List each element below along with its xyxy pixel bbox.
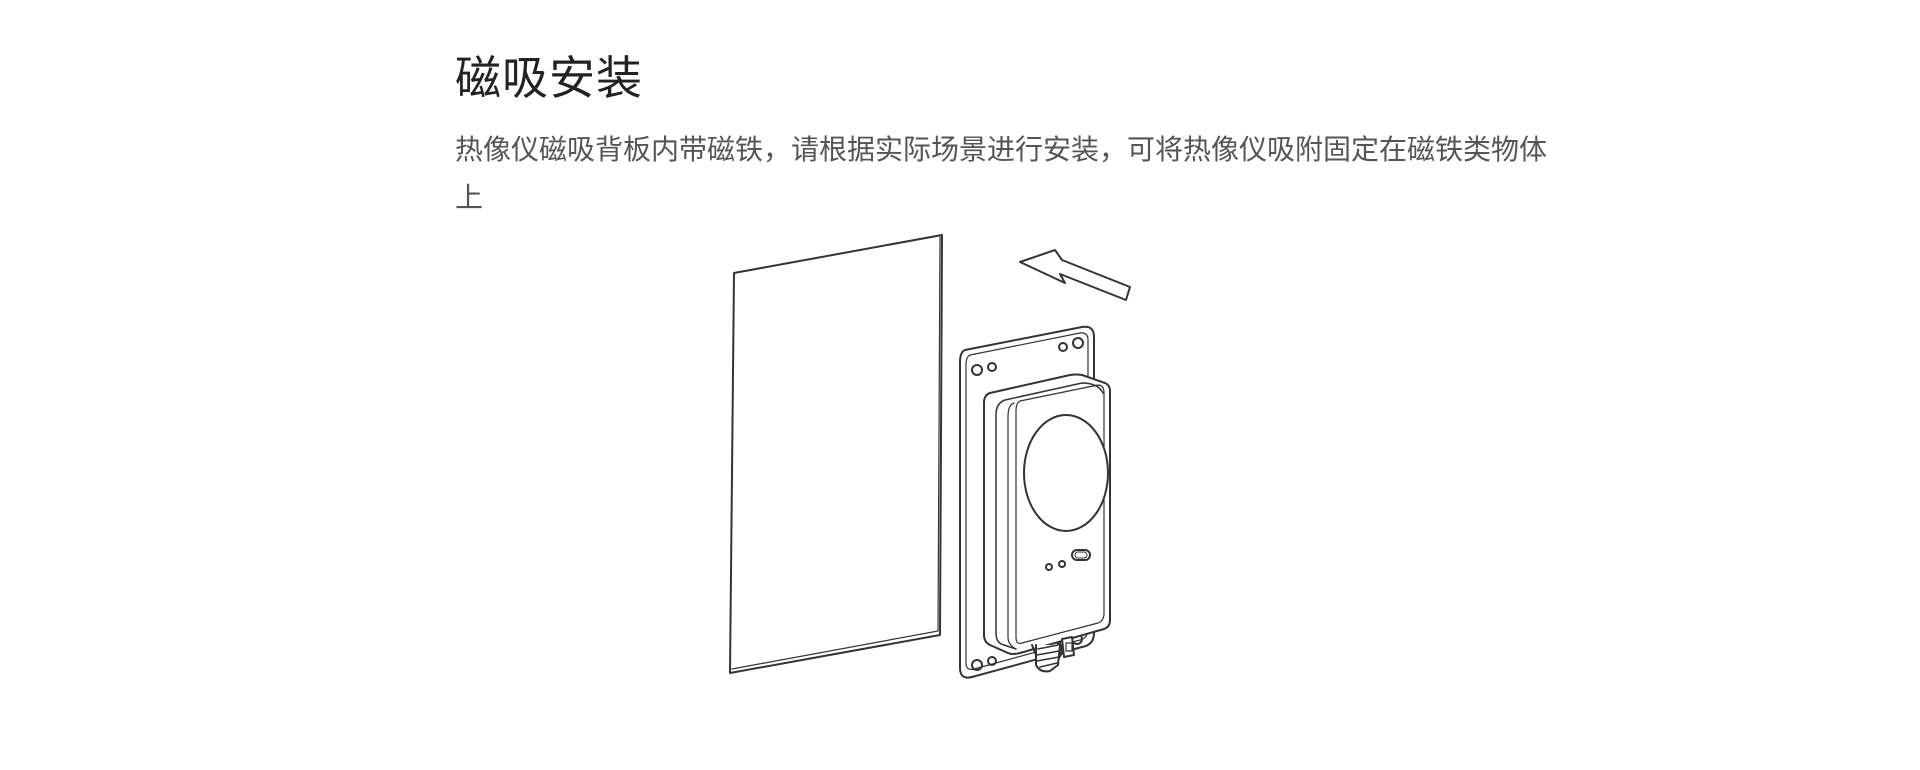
metal-plate-illustration: [729, 234, 943, 674]
magnetic-install-illustration: [700, 225, 1200, 695]
section-title: 磁吸安装: [455, 51, 643, 105]
section-description: 热像仪磁吸背板内带磁铁，请根据实际场景进行安装，可将热像仪吸附固定在磁铁类物体上: [455, 133, 1548, 214]
direction-arrow-icon: [1019, 249, 1131, 301]
thermal-camera-illustration: [959, 325, 1111, 679]
content-section: 磁吸安装 热像仪磁吸背板内带磁铁，请根据实际场景进行安装，可将热像仪吸附固定在磁…: [455, 44, 1575, 222]
